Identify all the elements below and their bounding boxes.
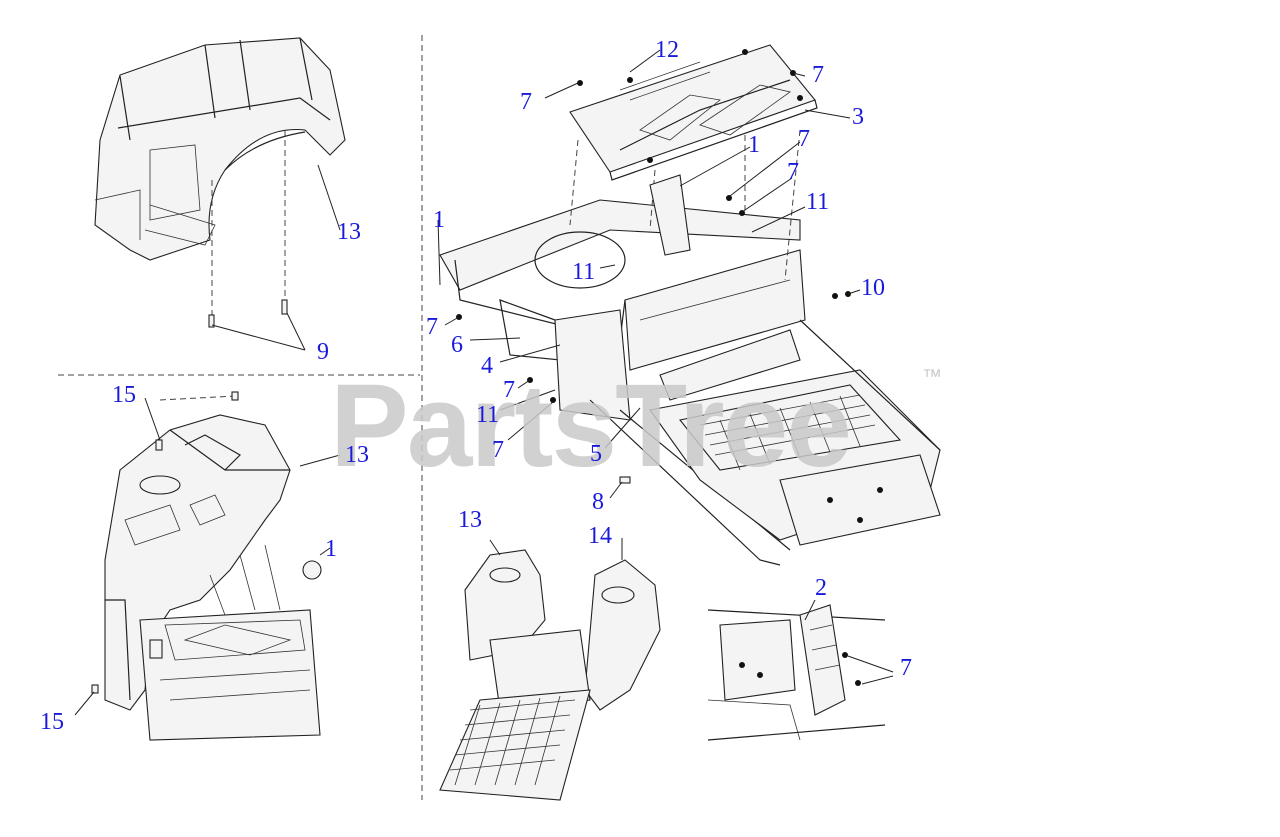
callout-12: 12 (655, 37, 679, 63)
callout-3: 3 (852, 104, 864, 130)
callout-4: 4 (481, 353, 493, 379)
leaders-main (437, 49, 861, 499)
seat-plate (569, 44, 818, 181)
callout-7: 7 (520, 89, 532, 115)
callout-11: 11 (572, 259, 596, 285)
foot-deck (649, 319, 941, 546)
callout-2: 2 (815, 575, 827, 601)
screws-bottom-left (74, 391, 341, 716)
callout-8: 8 (592, 489, 604, 515)
bracket-1-upper (649, 174, 691, 256)
callout-15: 15 (112, 382, 136, 408)
callout-13: 13 (458, 507, 482, 533)
assembly-bottom-center (439, 538, 661, 801)
fender-bottom-left (104, 414, 322, 741)
callout-14: 14 (588, 523, 612, 549)
callout-1: 1 (325, 536, 337, 562)
callout-13: 13 (337, 219, 361, 245)
callout-13: 13 (345, 442, 369, 468)
callout-1: 1 (748, 132, 760, 158)
callout-7: 7 (798, 126, 810, 152)
callout-9: 9 (317, 339, 329, 365)
fender-top-left (94, 37, 346, 261)
callout-5: 5 (590, 441, 602, 467)
callout-7: 7 (812, 62, 824, 88)
callout-7: 7 (426, 314, 438, 340)
callout-1: 1 (433, 207, 445, 233)
callout-15: 15 (40, 709, 64, 735)
screws-top-left (208, 130, 341, 351)
dashed-assembly-lines (569, 129, 801, 281)
callout-11: 11 (806, 189, 830, 215)
callout-7: 7 (503, 377, 515, 403)
bracket-detail (707, 599, 894, 741)
callout-6: 6 (451, 332, 463, 358)
callout-11: 11 (476, 402, 500, 428)
callout-7: 7 (900, 655, 912, 681)
callout-10: 10 (861, 275, 885, 301)
callout-7: 7 (787, 159, 799, 185)
watermark-text: PartsTree (330, 360, 852, 492)
callout-7: 7 (492, 437, 504, 463)
trademark-symbol: ™ (922, 366, 942, 388)
